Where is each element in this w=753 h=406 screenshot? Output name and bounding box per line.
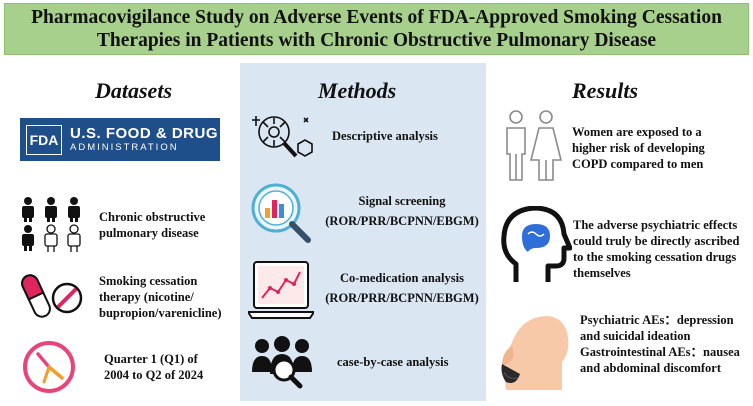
result-gender-text: Women are exposed to a higher risk of de… xyxy=(572,125,705,171)
man-woman-icon xyxy=(506,110,563,181)
title-line-1: Pharmacovigilance Study on Adverse Event… xyxy=(31,7,722,28)
clock-icon xyxy=(23,341,75,393)
method-descriptive-text: Descriptive analysis xyxy=(332,129,438,143)
pills-icon xyxy=(21,274,83,318)
fda-sub: ADMINISTRATION xyxy=(70,142,179,153)
title-line-2: Therapies in Patients with Chronic Obstr… xyxy=(96,30,657,51)
magnifier-molecule-icon xyxy=(252,116,313,158)
fda-name: U.S. FOOD & DRUG xyxy=(70,125,219,142)
method-comedication-text: Co-medication analysis (ROR/PRR/BCPNN/EB… xyxy=(325,271,479,305)
result-psychiatric-text: The adverse psychiatric effects could tr… xyxy=(573,218,740,280)
people-icon xyxy=(22,197,81,252)
results-heading: Results xyxy=(572,78,639,103)
dataset-period-text: Quarter 1 (Q1) of 2004 to Q2 of 2024 xyxy=(104,352,204,382)
dataset-copd-text: Chronic obstructive pulmonary disease xyxy=(99,210,206,240)
method-case-text: case-by-case analysis xyxy=(337,355,449,369)
vomiting-face-icon xyxy=(501,316,569,390)
result-ae-text: Psychiatric AEs：depression and suicidal … xyxy=(580,313,740,375)
title-banner: Pharmacovigilance Study on Adverse Event… xyxy=(4,3,749,55)
fda-banner: FDA U.S. FOOD & DRUG ADMINISTRATION xyxy=(20,118,220,161)
datasets-heading: Datasets xyxy=(95,78,172,103)
fda-logo: FDA xyxy=(26,124,62,155)
group-search-icon xyxy=(252,336,312,389)
methods-heading: Methods xyxy=(318,78,397,103)
magnifier-chart-icon xyxy=(251,183,311,243)
dataset-therapy-text: Smoking cessation therapy (nicotine/ bup… xyxy=(99,274,222,320)
laptop-chart-icon xyxy=(248,261,314,319)
head-brain-icon xyxy=(501,206,572,282)
method-signal-text: Signal screening (ROR/PRR/BCPNN/EBGM) xyxy=(325,194,479,228)
